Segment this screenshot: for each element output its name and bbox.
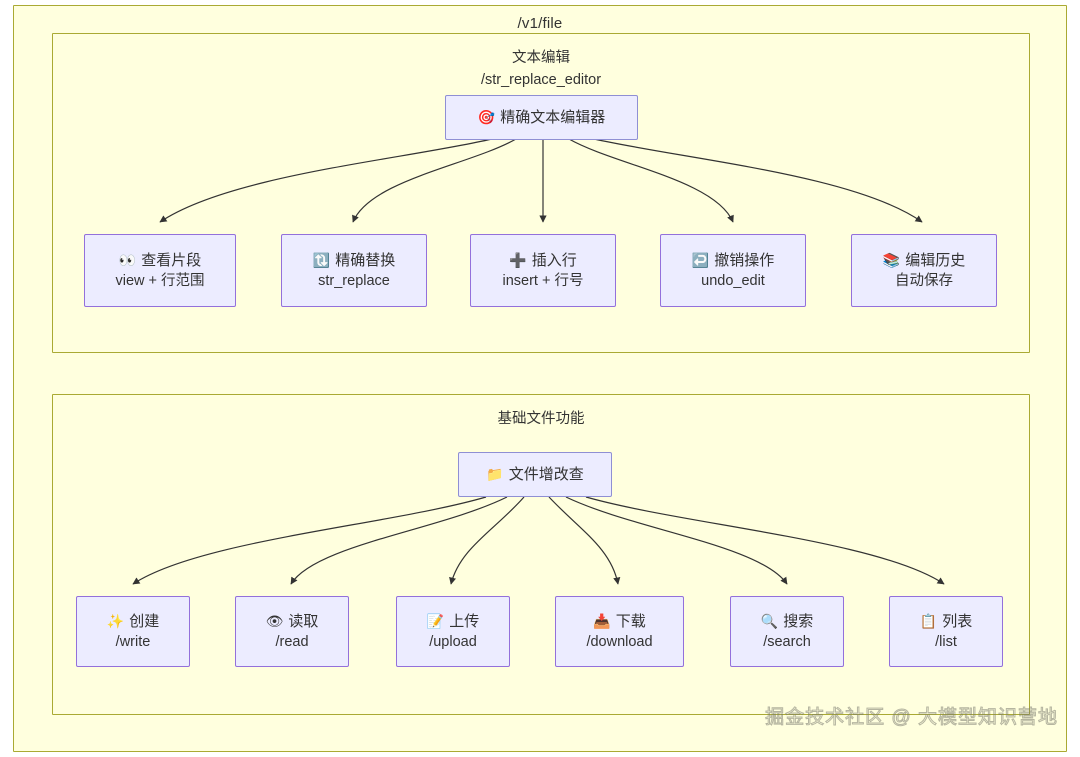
node-upload[interactable]: 📝上传 /upload [396,596,510,667]
subgraph-basic-file-label-cn: 基础文件功能 [497,411,585,427]
node-str-replace[interactable]: 🔃精确替换 str_replace [281,234,427,307]
node-edit-history[interactable]: 📚编辑历史 自动保存 [851,234,997,307]
node-view-segment[interactable]: 👀查看片段 view + 行范围 [84,234,236,307]
node-edit-history-subtitle: 自动保存 [895,272,953,289]
node-download-title: 📥下载 [593,612,646,630]
watermark: 掘金技术社区 @ 大模型知识营地 [765,707,1058,729]
node-search-title: 🔍搜索 [760,612,814,630]
node-create[interactable]: ✨创建 /write [76,596,190,667]
node-read[interactable]: 👁读取 /read [235,596,349,667]
plus-icon: ➕ [509,251,527,268]
books-icon: 📚 [882,251,901,268]
node-insert-line-subtitle: insert + 行号 [502,272,584,289]
node-insert-line-title: ➕插入行 [509,251,577,269]
node-list[interactable]: 📋列表 /list [889,596,1003,667]
sparkles-icon: ✨ [106,612,125,629]
node-undo-edit-subtitle: undo_edit [701,272,765,289]
clipboard-icon: 📋 [919,612,938,629]
node-upload-subtitle: /upload [429,633,477,650]
node-undo-edit-title: ↩️撤销操作 [691,251,775,269]
eye-icon: 👁 [265,612,284,629]
inbox-tray-icon: 📥 [593,612,611,629]
node-view-segment-title: 👀查看片段 [118,251,202,269]
node-insert-line[interactable]: ➕插入行 insert + 行号 [470,234,616,307]
magnifier-icon: 🔍 [760,612,779,629]
folder-icon: 📁 [486,465,504,482]
node-search[interactable]: 🔍搜索 /search [730,596,844,667]
node-create-title: ✨创建 [106,612,160,630]
node-view-segment-subtitle: view + 行范围 [115,272,205,289]
node-download-subtitle: /download [586,633,653,650]
node-search-subtitle: /search [763,633,811,650]
node-list-subtitle: /list [935,633,957,650]
node-str-replace-title: 🔃精确替换 [312,251,396,269]
eyes-icon: 👀 [118,251,137,268]
refresh-icon: 🔃 [312,251,331,268]
node-str-replace-subtitle: str_replace [318,272,390,289]
target-icon: 🎯 [477,108,496,125]
memo-icon: 📝 [426,612,445,629]
node-file-crud-title: 📁文件增改查 [486,465,584,483]
node-read-title: 👁读取 [265,612,319,630]
node-create-subtitle: /write [115,633,151,650]
node-upload-title: 📝上传 [426,612,480,630]
node-undo-edit[interactable]: ↩️撤销操作 undo_edit [660,234,806,307]
subgraph-text-editing-label-cn: 文本编辑 [512,50,570,66]
subgraph-basic-file: 基础文件功能 [52,394,1030,715]
node-precise-text-editor-title: 🎯精确文本编辑器 [477,108,606,126]
node-precise-text-editor[interactable]: 🎯精确文本编辑器 [445,95,638,140]
node-file-crud[interactable]: 📁文件增改查 [458,452,612,497]
node-download[interactable]: 📥下载 /download [555,596,684,667]
subgraph-text-editing-label-path: /str_replace_editor [480,72,602,88]
node-edit-history-title: 📚编辑历史 [882,251,966,269]
undo-arrow-icon: ↩️ [691,251,710,268]
node-list-title: 📋列表 [919,612,973,630]
subgraph-v1-file-label: /v1/file [517,15,563,32]
node-read-subtitle: /read [275,633,309,650]
